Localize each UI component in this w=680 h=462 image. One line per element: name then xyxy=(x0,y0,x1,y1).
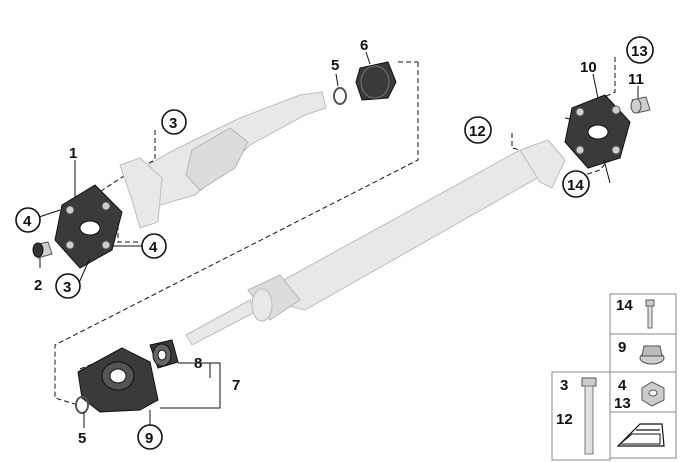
callout-1: 1 xyxy=(69,145,77,162)
callout-3-bottom: 3 xyxy=(63,279,71,296)
flange-nut-icon xyxy=(639,345,665,365)
callout-14-circle xyxy=(562,170,590,198)
legend-box-bolt-3-12 xyxy=(551,371,611,461)
callout-13-circle xyxy=(626,36,654,64)
legend-12: 12 xyxy=(556,411,573,428)
callout-9-circle xyxy=(137,424,163,450)
legend-14: 14 xyxy=(616,297,633,314)
legend-13: 13 xyxy=(614,395,631,412)
callout-6: 6 xyxy=(360,37,368,54)
callout-4-left: 4 xyxy=(23,213,32,230)
assembly-guide-lines xyxy=(54,57,621,406)
long-bolt-icon xyxy=(581,377,597,455)
callout-13: 13 xyxy=(631,43,648,60)
callout-7: 7 xyxy=(232,377,240,394)
callout-2: 2 xyxy=(34,277,42,294)
callout-3-top: 3 xyxy=(169,115,177,132)
legend-box-bolt-14 xyxy=(609,293,677,335)
circlip-bottom xyxy=(75,396,89,414)
hex-nut-icon xyxy=(641,381,665,407)
callout-10: 10 xyxy=(580,59,597,76)
legend-9: 9 xyxy=(618,339,626,356)
flex-disc-rear xyxy=(564,94,631,169)
fastener-legend: 14 9 3 12 4 13 xyxy=(551,293,677,461)
bolt-icon xyxy=(645,299,655,329)
rubber-boot xyxy=(355,61,397,101)
callout-4-right: 4 xyxy=(149,239,158,256)
callout-14: 14 xyxy=(567,177,584,194)
rear-driveshaft xyxy=(185,139,566,346)
front-driveshaft xyxy=(119,91,327,229)
callout-5-bottom: 5 xyxy=(78,430,86,447)
callout-3-circle-bottom xyxy=(55,273,81,299)
callout-11: 11 xyxy=(628,71,644,88)
callout-8: 8 xyxy=(194,355,202,372)
legend-4: 4 xyxy=(618,377,627,394)
legend-3: 3 xyxy=(560,377,568,394)
callout-4-circle-right xyxy=(141,233,167,259)
callout-12-circle xyxy=(464,116,492,144)
callout-3-circle-top xyxy=(161,109,187,135)
center-bearing xyxy=(77,339,179,413)
callout-labels: 1 2 5 6 10 11 8 7 5 3 4 4 3 12 13 14 9 xyxy=(15,36,654,450)
callout-5-top: 5 xyxy=(331,57,339,74)
callout-9: 9 xyxy=(145,430,153,447)
callout-12: 12 xyxy=(469,123,486,140)
flex-disc-front xyxy=(54,184,123,269)
circlip-top xyxy=(333,87,347,105)
callout-4-circle-left xyxy=(15,207,41,233)
leader-lines xyxy=(35,51,639,428)
centering-bushing-11 xyxy=(630,96,651,114)
arrow-icon xyxy=(616,423,665,447)
centering-bushing-2 xyxy=(32,241,53,259)
